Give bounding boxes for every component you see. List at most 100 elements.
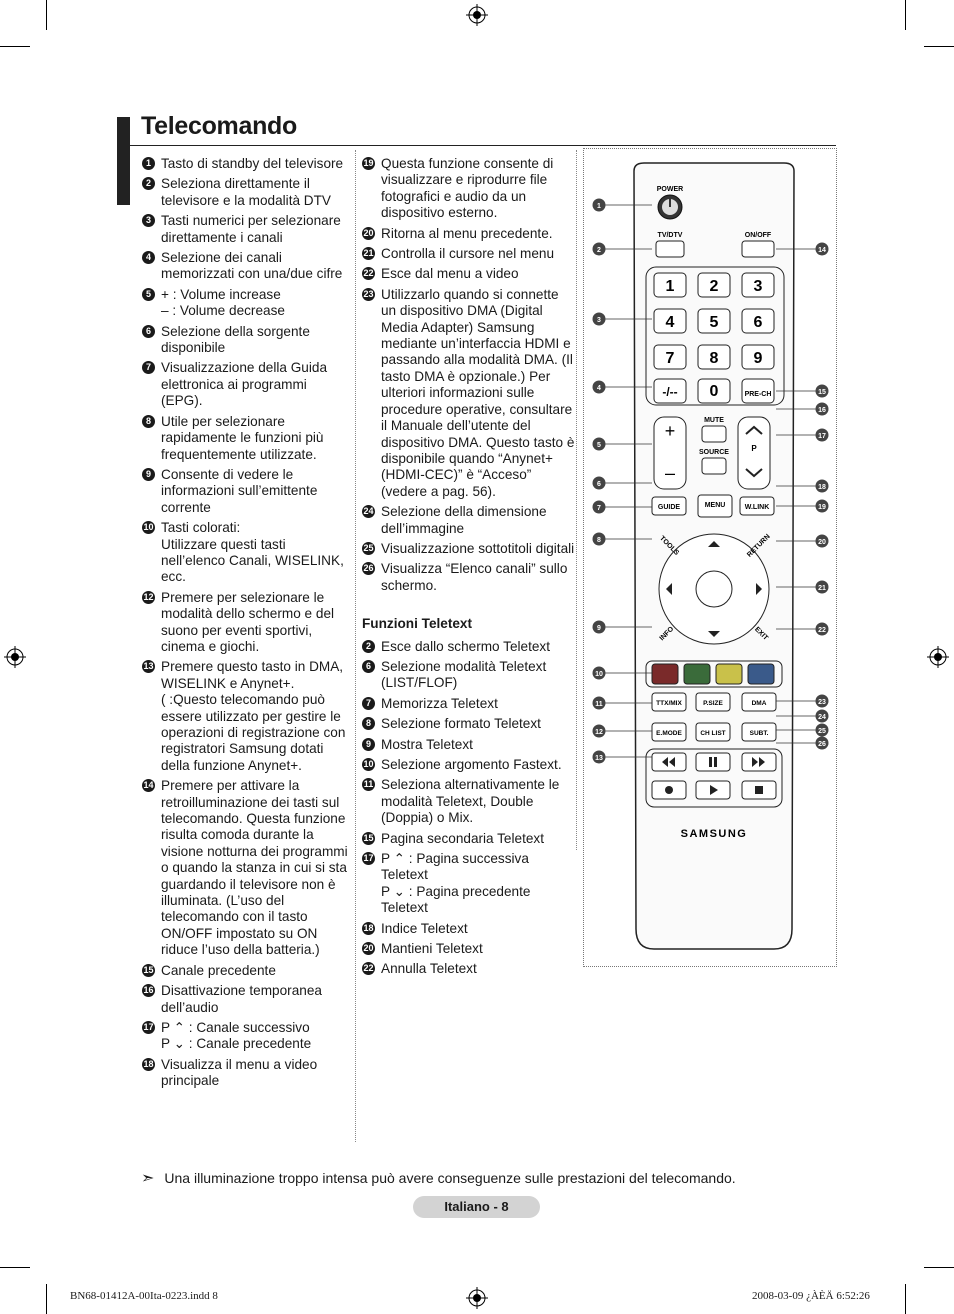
subt-button[interactable] xyxy=(741,722,777,742)
item-text: Visualizza “Elenco canali” sullo schermo… xyxy=(381,561,568,593)
chlist-button[interactable] xyxy=(695,722,731,742)
crop-mark xyxy=(924,1267,954,1268)
guide-button[interactable] xyxy=(651,496,687,516)
onoff-button[interactable] xyxy=(741,240,775,258)
digit-9-button[interactable] xyxy=(741,344,775,370)
wlink-label: W.LINK xyxy=(745,504,770,511)
prech-button[interactable] xyxy=(741,378,775,404)
digit-5-button[interactable] xyxy=(697,308,731,334)
callout-number: 21 xyxy=(818,585,826,592)
psize-button[interactable] xyxy=(695,692,731,712)
item-text: P ⌄ : Canale precedente xyxy=(161,1036,312,1052)
callout-marker xyxy=(592,620,606,634)
item-number-badge: 13 xyxy=(142,660,155,674)
callout-marker xyxy=(815,499,829,513)
item-number-badge: 25 xyxy=(362,541,375,555)
pause-button[interactable] xyxy=(695,752,731,772)
callout-markers: 1234567891011121314151617181920212223242… xyxy=(592,198,829,764)
menu-button[interactable] xyxy=(697,494,733,518)
item-text: Questa funzione consente di visualizzare… xyxy=(381,156,554,221)
item-text: Seleziona alternativamente le modalità T… xyxy=(381,777,560,826)
callout-number: 20 xyxy=(818,539,826,546)
registration-mark-icon xyxy=(466,4,488,26)
callout-number: 22 xyxy=(818,627,826,634)
prech-label: PRE-CH xyxy=(745,391,772,398)
item-number-badge: 26 xyxy=(362,562,375,576)
callout-marker xyxy=(592,242,606,256)
callout-marker xyxy=(815,479,829,493)
item-text: – : Volume decrease xyxy=(161,303,285,319)
title-accent-bar xyxy=(117,117,130,205)
callout-number: 11 xyxy=(595,701,603,708)
item-number-badge: 24 xyxy=(362,505,375,519)
digit-4-button[interactable] xyxy=(653,308,687,334)
teletext-heading: Funzioni Teletext xyxy=(362,616,473,632)
title-rule xyxy=(130,145,836,146)
item-number-badge: 8 xyxy=(142,414,155,428)
ttxmix-label: TTX/MIX xyxy=(656,700,682,707)
item-number-badge: 7 xyxy=(362,696,375,710)
footer-left: BN68-01412A-00Ita-0223.indd 8 xyxy=(70,1290,218,1302)
color-key-button[interactable] xyxy=(651,663,679,685)
crop-mark xyxy=(924,46,954,47)
color-key-button[interactable] xyxy=(683,663,711,685)
item-text: Visualizzazione della Guida elettronica … xyxy=(161,360,327,409)
digit-8-button[interactable] xyxy=(697,344,731,370)
guide-label: GUIDE xyxy=(658,504,681,511)
dash-button[interactable] xyxy=(653,378,687,404)
channel-rocker[interactable] xyxy=(737,416,771,490)
item-number-badge: 23 xyxy=(362,287,375,301)
ttxmix-button[interactable] xyxy=(651,692,687,712)
item-text: Canale precedente xyxy=(161,962,276,978)
callout-marker xyxy=(815,534,829,548)
arrow-right-icon xyxy=(756,583,762,595)
zero-button[interactable] xyxy=(697,378,731,404)
callout-number: 7 xyxy=(597,505,601,512)
menu-label: MENU xyxy=(705,502,726,509)
callout-number: 19 xyxy=(818,504,826,511)
digit-label: 9 xyxy=(754,350,763,367)
item-number-badge: 9 xyxy=(142,467,155,481)
emode-button[interactable] xyxy=(651,722,687,742)
callout-number: 6 xyxy=(597,481,601,488)
wlink-button[interactable] xyxy=(739,496,775,516)
column-divider xyxy=(576,150,577,850)
digit-7-button[interactable] xyxy=(653,344,687,370)
digit-2-button[interactable] xyxy=(697,272,731,298)
brand-logo: SAMSUNG xyxy=(681,828,748,840)
digit-6-button[interactable] xyxy=(741,308,775,334)
item-number-badge: 16 xyxy=(142,984,155,998)
volume-rocker[interactable] xyxy=(653,416,687,490)
digit-3-button[interactable] xyxy=(741,272,775,298)
digit-1-button[interactable] xyxy=(653,272,687,298)
mute-button[interactable] xyxy=(701,425,727,443)
channel-down-icon xyxy=(745,468,763,478)
callout-number: 2 xyxy=(597,247,601,254)
dma-button[interactable] xyxy=(741,692,777,712)
digit-label: 6 xyxy=(754,314,763,331)
color-key-button[interactable] xyxy=(747,663,775,685)
dash-label: -/-- xyxy=(662,385,677,399)
pause-icon xyxy=(709,757,712,767)
play-icon xyxy=(710,785,718,795)
emode-label: E.MODE xyxy=(656,730,682,737)
enter-button[interactable] xyxy=(695,570,733,608)
digit-label: 2 xyxy=(710,278,719,295)
source-button[interactable] xyxy=(701,457,727,475)
callout-number: 26 xyxy=(818,741,826,748)
item-text: Selezione formato Teletext xyxy=(381,716,541,732)
arrow-up-icon xyxy=(708,541,720,547)
item-text: P ⌄ : Pagina precedente Teletext xyxy=(381,883,531,916)
tvdtv-button[interactable] xyxy=(655,240,685,258)
tvdtv-label: TV/DTV xyxy=(658,232,683,239)
color-key-button[interactable] xyxy=(715,663,743,685)
